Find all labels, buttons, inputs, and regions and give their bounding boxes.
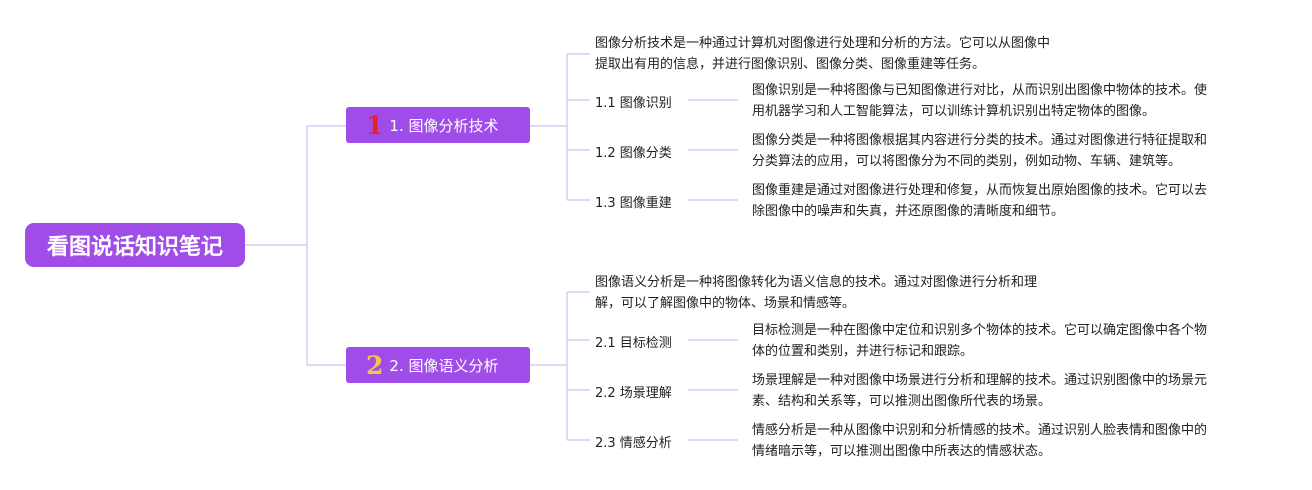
desc-line: 图像识别是一种将图像与已知图像进行对比，从而识别出图像中物体的技术。使 bbox=[752, 83, 1208, 98]
desc-scene-understanding: 场景理解是一种对图像中场景进行分析和理解的技术。通过识别图像中的场景元 素、结构… bbox=[752, 370, 1250, 412]
desc-emotion-analysis: 情感分析是一种从图像中识别和分析情感的技术。通过识别人脸表情和图像中的 情绪暗示… bbox=[752, 420, 1250, 462]
desc-line: 图像重建是通过对图像进行处理和修复，从而恢复出原始图像的技术。它可以去 bbox=[752, 183, 1208, 198]
sub-to-desc-connectors bbox=[688, 99, 738, 441]
desc-line: 图像分类是一种将图像根据其内容进行分类的技术。通过对图像进行特征提取和 bbox=[752, 133, 1208, 148]
branch-node-image-analysis[interactable]: 1 1. 图像分析技术 bbox=[346, 107, 530, 143]
desc-line: 素、结构和关系等，可以推测出图像所代表的场景。 bbox=[752, 394, 1052, 409]
branch2-intro-text: 图像语义分析是一种将图像转化为语义信息的技术。通过对图像进行分析和理 解，可以了… bbox=[595, 272, 1105, 314]
desc-image-reconstruction: 图像重建是通过对图像进行处理和修复，从而恢复出原始图像的技术。它可以去 除图像中… bbox=[752, 180, 1250, 222]
root-to-branches-connector bbox=[245, 125, 346, 366]
desc-line: 除图像中的噪声和失真，并还原图像的清晰度和细节。 bbox=[752, 204, 1065, 219]
intro-line: 图像分析技术是一种通过计算机对图像进行处理和分析的方法。它可以从图像中 bbox=[595, 36, 1051, 51]
intro-line: 解，可以了解图像中的物体、场景和情感等。 bbox=[595, 296, 856, 311]
number-1-badge: 1 bbox=[366, 110, 384, 140]
sub-node-object-detection[interactable]: 2.1 目标检测 bbox=[595, 336, 672, 351]
intro-line: 图像语义分析是一种将图像转化为语义信息的技术。通过对图像进行分析和理 bbox=[595, 275, 1038, 290]
branch-label: 2. 图像语义分析 bbox=[389, 356, 499, 375]
desc-line: 场景理解是一种对图像中场景进行分析和理解的技术。通过识别图像中的场景元 bbox=[752, 373, 1208, 388]
intro-line: 提取出有用的信息，并进行图像识别、图像分类、图像重建等任务。 bbox=[595, 57, 986, 72]
desc-line: 情感分析是一种从图像中识别和分析情感的技术。通过识别人脸表情和图像中的 bbox=[752, 423, 1208, 438]
sub-node-scene-understanding[interactable]: 2.2 场景理解 bbox=[595, 386, 672, 401]
sub-node-image-reconstruction[interactable]: 1.3 图像重建 bbox=[595, 196, 672, 211]
sub-node-image-classification[interactable]: 1.2 图像分类 bbox=[595, 146, 672, 161]
branch1-connector bbox=[530, 53, 590, 201]
desc-line: 目标检测是一种在图像中定位和识别多个物体的技术。它可以确定图像中各个物 bbox=[752, 323, 1208, 338]
desc-image-recognition: 图像识别是一种将图像与已知图像进行对比，从而识别出图像中物体的技术。使 用机器学… bbox=[752, 80, 1250, 122]
sub-node-emotion-analysis[interactable]: 2.3 情感分析 bbox=[595, 436, 672, 451]
branch-label: 1. 图像分析技术 bbox=[389, 116, 499, 135]
root-node[interactable]: 看图说话知识笔记 bbox=[25, 223, 245, 267]
root-label: 看图说话知识笔记 bbox=[46, 235, 223, 260]
branch-node-image-semantics[interactable]: 2 2. 图像语义分析 bbox=[346, 347, 530, 383]
branch1-intro-text: 图像分析技术是一种通过计算机对图像进行处理和分析的方法。它可以从图像中 提取出有… bbox=[595, 33, 1105, 75]
desc-line: 分类算法的应用，可以将图像分为不同的类别，例如动物、车辆、建筑等。 bbox=[752, 154, 1182, 169]
desc-image-classification: 图像分类是一种将图像根据其内容进行分类的技术。通过对图像进行特征提取和 分类算法… bbox=[752, 130, 1250, 172]
sub-node-image-recognition[interactable]: 1.1 图像识别 bbox=[595, 96, 672, 111]
desc-line: 用机器学习和人工智能算法，可以训练计算机识别出特定物体的图像。 bbox=[752, 104, 1156, 119]
desc-object-detection: 目标检测是一种在图像中定位和识别多个物体的技术。它可以确定图像中各个物 体的位置… bbox=[752, 320, 1250, 362]
desc-line: 体的位置和类别，并进行标记和跟踪。 bbox=[752, 344, 974, 359]
number-2-badge: 2 bbox=[366, 350, 384, 380]
desc-line: 情绪暗示等，可以推测出图像中所表达的情感状态。 bbox=[752, 444, 1052, 459]
branch2-connector bbox=[530, 291, 590, 441]
